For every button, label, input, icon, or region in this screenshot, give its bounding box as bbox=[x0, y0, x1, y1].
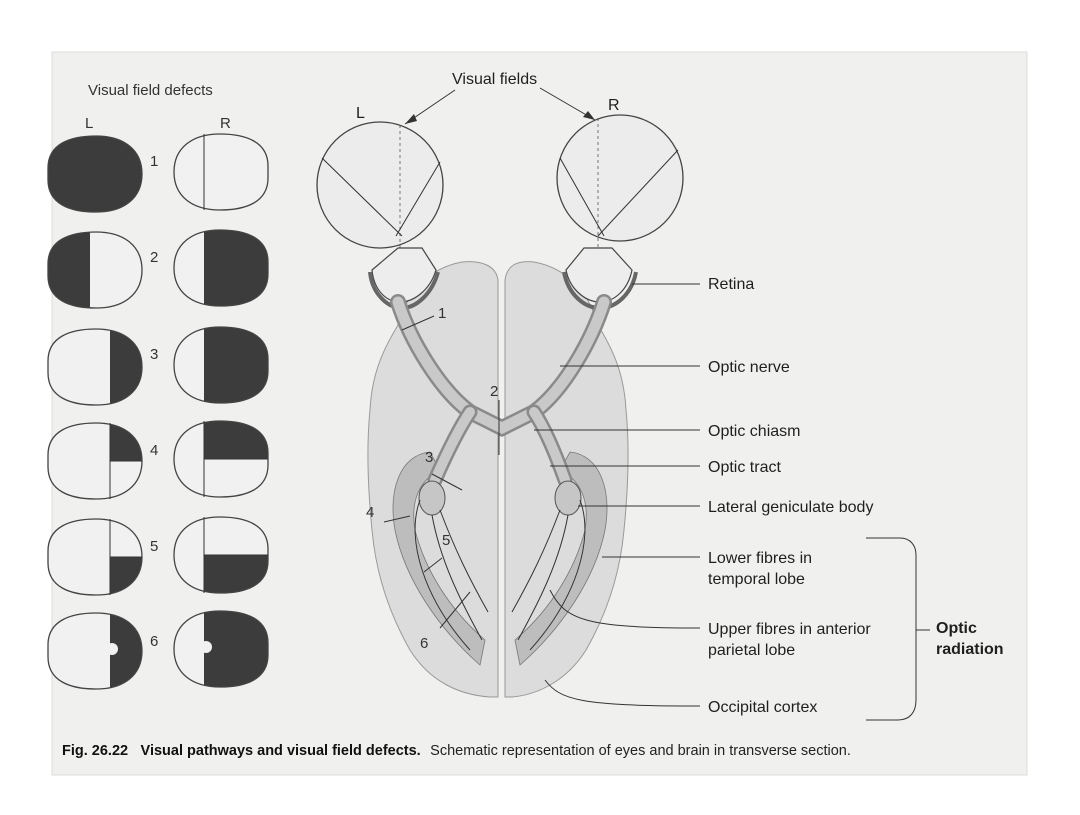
defect-number-2: 2 bbox=[150, 249, 158, 266]
defect-1-left-field bbox=[47, 135, 143, 213]
lesion-number-5: 5 bbox=[442, 532, 450, 549]
caption-text: Schematic representation of eyes and bra… bbox=[430, 743, 851, 759]
lesion-number-4: 4 bbox=[366, 504, 374, 521]
label-upper-fibres-line-2: parietal lobe bbox=[708, 642, 795, 659]
defect-3-right-field bbox=[173, 326, 269, 404]
visual-field-left-label: L bbox=[356, 105, 365, 122]
defect-6-right-field bbox=[173, 610, 269, 688]
defect-2-left-field bbox=[47, 231, 143, 309]
label-lower-fibres-line-2: temporal lobe bbox=[708, 571, 805, 588]
defect-5-right-field bbox=[173, 516, 269, 594]
defect-number-4: 4 bbox=[150, 442, 158, 459]
caption-number: Fig. 26.22 bbox=[62, 743, 128, 759]
lesion-number-3: 3 bbox=[425, 449, 433, 466]
label-optic-radiation-line-2: radiation bbox=[936, 641, 1004, 658]
label-lateral-geniculate-body: Lateral geniculate body bbox=[708, 499, 873, 516]
defect-2-right-field bbox=[173, 229, 269, 307]
right-eye-header: R bbox=[220, 115, 231, 132]
defect-4-left-field bbox=[47, 422, 143, 500]
lesion-number-2: 2 bbox=[490, 383, 498, 400]
visual-field-right-label: R bbox=[608, 97, 620, 114]
right-radiation-band bbox=[514, 451, 608, 666]
label-optic-nerve: Optic nerve bbox=[708, 359, 790, 376]
label-retina: Retina bbox=[708, 276, 754, 293]
label-optic-chiasm: Optic chiasm bbox=[708, 423, 800, 440]
label-optic-radiation-line-1: Optic bbox=[936, 620, 977, 637]
right-visual-field bbox=[556, 114, 684, 300]
arrowhead-left bbox=[405, 114, 417, 124]
label-optic-tract: Optic tract bbox=[708, 459, 781, 476]
left-eye-header: L bbox=[85, 115, 93, 132]
label-leaders bbox=[534, 283, 930, 721]
defect-number-1: 1 bbox=[150, 153, 158, 170]
figure-caption: Fig. 26.22 Visual pathways and visual fi… bbox=[62, 742, 851, 759]
defect-number-5: 5 bbox=[150, 538, 158, 555]
caption-title: Visual pathways and visual field defects… bbox=[141, 743, 421, 759]
optic-pathway bbox=[390, 294, 612, 651]
defects-heading: Visual field defects bbox=[88, 82, 213, 99]
label-occipital-cortex: Occipital cortex bbox=[708, 699, 817, 716]
lesion-markers bbox=[383, 315, 500, 629]
visual-fields-title: Visual fields bbox=[452, 71, 537, 88]
defect-1-right-field bbox=[173, 133, 269, 211]
label-lower-fibres-line-1: Lower fibres in bbox=[708, 550, 812, 567]
defect-number-3: 3 bbox=[150, 346, 158, 363]
lesion-number-6: 6 bbox=[420, 635, 428, 652]
lesion-number-1: 1 bbox=[438, 305, 446, 322]
left-visual-field bbox=[316, 121, 444, 300]
defect-number-6: 6 bbox=[150, 633, 158, 650]
arrowhead-right bbox=[583, 111, 595, 120]
paper-edge bbox=[51, 51, 1028, 776]
label-upper-fibres-line-1: Upper fibres in anterior bbox=[708, 621, 871, 638]
left-radiation-band bbox=[392, 451, 486, 666]
